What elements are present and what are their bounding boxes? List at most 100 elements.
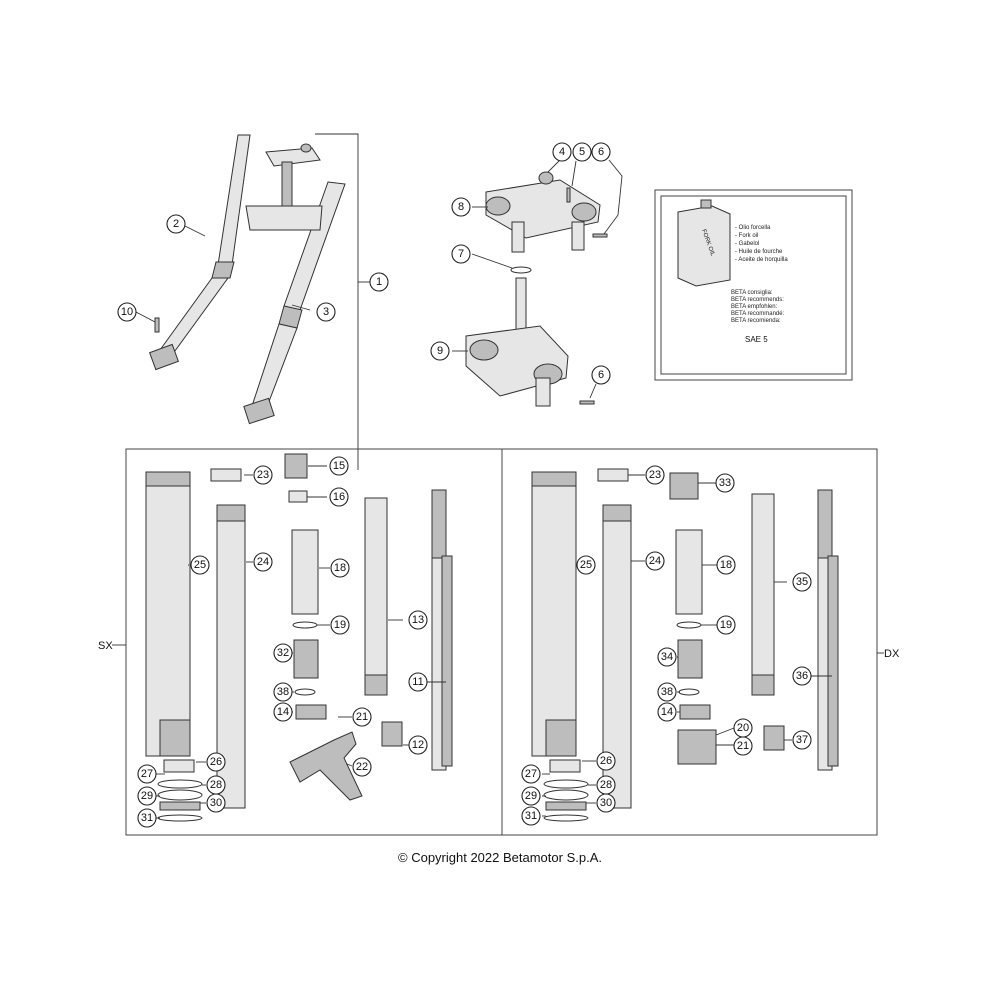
callout-right-25[interactable]: 25 [576, 555, 596, 575]
callout-left-15[interactable]: 15 [329, 456, 349, 476]
callout-left-19[interactable]: 19 [330, 615, 350, 635]
callout-left-16[interactable]: 16 [329, 487, 349, 507]
callout-right-38[interactable]: 38 [657, 682, 677, 702]
callout-6-lower[interactable]: 6 [591, 365, 611, 385]
svg-text:2: 2 [173, 218, 179, 230]
svg-text:12: 12 [412, 739, 424, 751]
oil-line-1: - Olio forcella [735, 225, 771, 231]
callout-7[interactable]: 7 [451, 244, 471, 264]
oil-recommend-4: BETA recommandé: [731, 311, 785, 317]
callout-right-29[interactable]: 29 [521, 786, 541, 806]
callout-left-25[interactable]: 25 [190, 555, 210, 575]
callout-5[interactable]: 5 [572, 142, 592, 162]
svg-text:30: 30 [600, 797, 612, 809]
svg-text:38: 38 [277, 686, 289, 698]
callout-right-31[interactable]: 31 [521, 806, 541, 826]
callout-right-27[interactable]: 27 [521, 764, 541, 784]
svg-text:22: 22 [356, 761, 368, 773]
triple-clamp-drawing [465, 171, 608, 407]
callout-9[interactable]: 9 [430, 341, 450, 361]
callout-left-24[interactable]: 24 [253, 552, 273, 572]
svg-text:14: 14 [277, 706, 289, 718]
callout-left-18[interactable]: 18 [330, 558, 350, 578]
callout-left-30[interactable]: 30 [206, 793, 226, 813]
oil-line-4: - Huile de fourche [735, 249, 783, 255]
oil-recommend-3: BETA empfohlen: [731, 304, 778, 310]
left-fork-parts-drawing [145, 453, 453, 822]
callout-left-28[interactable]: 28 [206, 775, 226, 795]
callout-left-26[interactable]: 26 [206, 752, 226, 772]
callout-right-21[interactable]: 21 [733, 736, 753, 756]
svg-text:13: 13 [412, 614, 424, 626]
callout-right-18[interactable]: 18 [716, 555, 736, 575]
svg-text:20: 20 [737, 722, 749, 734]
svg-text:19: 19 [334, 619, 346, 631]
callout-left-27[interactable]: 27 [137, 764, 157, 784]
svg-text:30: 30 [210, 797, 222, 809]
svg-text:15: 15 [333, 460, 345, 472]
fork-oil-box: FORK OIL - Olio forcella - Fork oil - Ga… [654, 189, 853, 381]
svg-text:29: 29 [141, 790, 153, 802]
callout-left-13[interactable]: 13 [408, 610, 428, 630]
oil-line-3: - Gabelol [735, 241, 759, 247]
callout-left-22[interactable]: 22 [352, 757, 372, 777]
svg-text:24: 24 [257, 556, 269, 568]
svg-text:31: 31 [141, 812, 153, 824]
svg-text:18: 18 [334, 562, 346, 574]
oil-grade: SAE 5 [745, 335, 768, 344]
callout-left-38[interactable]: 38 [273, 682, 293, 702]
callout-right-30[interactable]: 30 [596, 793, 616, 813]
svg-text:8: 8 [458, 201, 464, 213]
callout-left-21[interactable]: 21 [352, 707, 372, 727]
callout-right-37[interactable]: 37 [792, 730, 812, 750]
callout-left-31[interactable]: 31 [137, 808, 157, 828]
callout-right-20[interactable]: 20 [733, 718, 753, 738]
svg-text:29: 29 [525, 790, 537, 802]
callout-right-33[interactable]: 33 [715, 473, 735, 493]
svg-text:27: 27 [525, 768, 537, 780]
callout-6-upper[interactable]: 6 [591, 142, 611, 162]
callout-right-34[interactable]: 34 [657, 647, 677, 667]
callout-left-29[interactable]: 29 [137, 786, 157, 806]
svg-text:33: 33 [719, 477, 731, 489]
svg-text:9: 9 [437, 345, 443, 357]
callout-4[interactable]: 4 [552, 142, 572, 162]
callout-left-14[interactable]: 14 [273, 702, 293, 722]
svg-text:3: 3 [323, 306, 329, 318]
svg-text:21: 21 [737, 740, 749, 752]
svg-text:23: 23 [257, 469, 269, 481]
callout-left-11[interactable]: 11 [408, 672, 428, 692]
svg-text:10: 10 [121, 306, 133, 318]
svg-text:16: 16 [333, 491, 345, 503]
callout-right-14[interactable]: 14 [657, 702, 677, 722]
callout-left-32[interactable]: 32 [273, 643, 293, 663]
callout-2[interactable]: 2 [166, 214, 186, 234]
callout-right-24[interactable]: 24 [645, 551, 665, 571]
callout-right-28[interactable]: 28 [596, 775, 616, 795]
svg-text:37: 37 [796, 734, 808, 746]
callout-right-23[interactable]: 23 [645, 465, 665, 485]
svg-text:19: 19 [720, 619, 732, 631]
svg-text:7: 7 [458, 248, 464, 260]
callout-right-19[interactable]: 19 [716, 615, 736, 635]
callout-right-26[interactable]: 26 [596, 751, 616, 771]
svg-text:28: 28 [600, 779, 612, 791]
right-fork-frame [501, 448, 878, 836]
svg-text:6: 6 [598, 146, 604, 158]
oil-recommend-1: BETA consiglia: [731, 290, 773, 296]
callout-8[interactable]: 8 [451, 197, 471, 217]
svg-text:34: 34 [661, 651, 673, 663]
callout-right-35[interactable]: 35 [792, 572, 812, 592]
callout-right-36[interactable]: 36 [792, 666, 812, 686]
svg-text:5: 5 [579, 146, 585, 158]
svg-text:35: 35 [796, 576, 808, 588]
svg-text:1: 1 [376, 276, 382, 288]
oil-recommend-5: BETA recomienda: [731, 318, 781, 324]
callout-10[interactable]: 10 [117, 302, 137, 322]
callout-left-12[interactable]: 12 [408, 735, 428, 755]
callout-1[interactable]: 1 [369, 272, 389, 292]
callout-3[interactable]: 3 [316, 302, 336, 322]
fork-assembly-drawing [149, 134, 346, 425]
callout-left-23[interactable]: 23 [253, 465, 273, 485]
